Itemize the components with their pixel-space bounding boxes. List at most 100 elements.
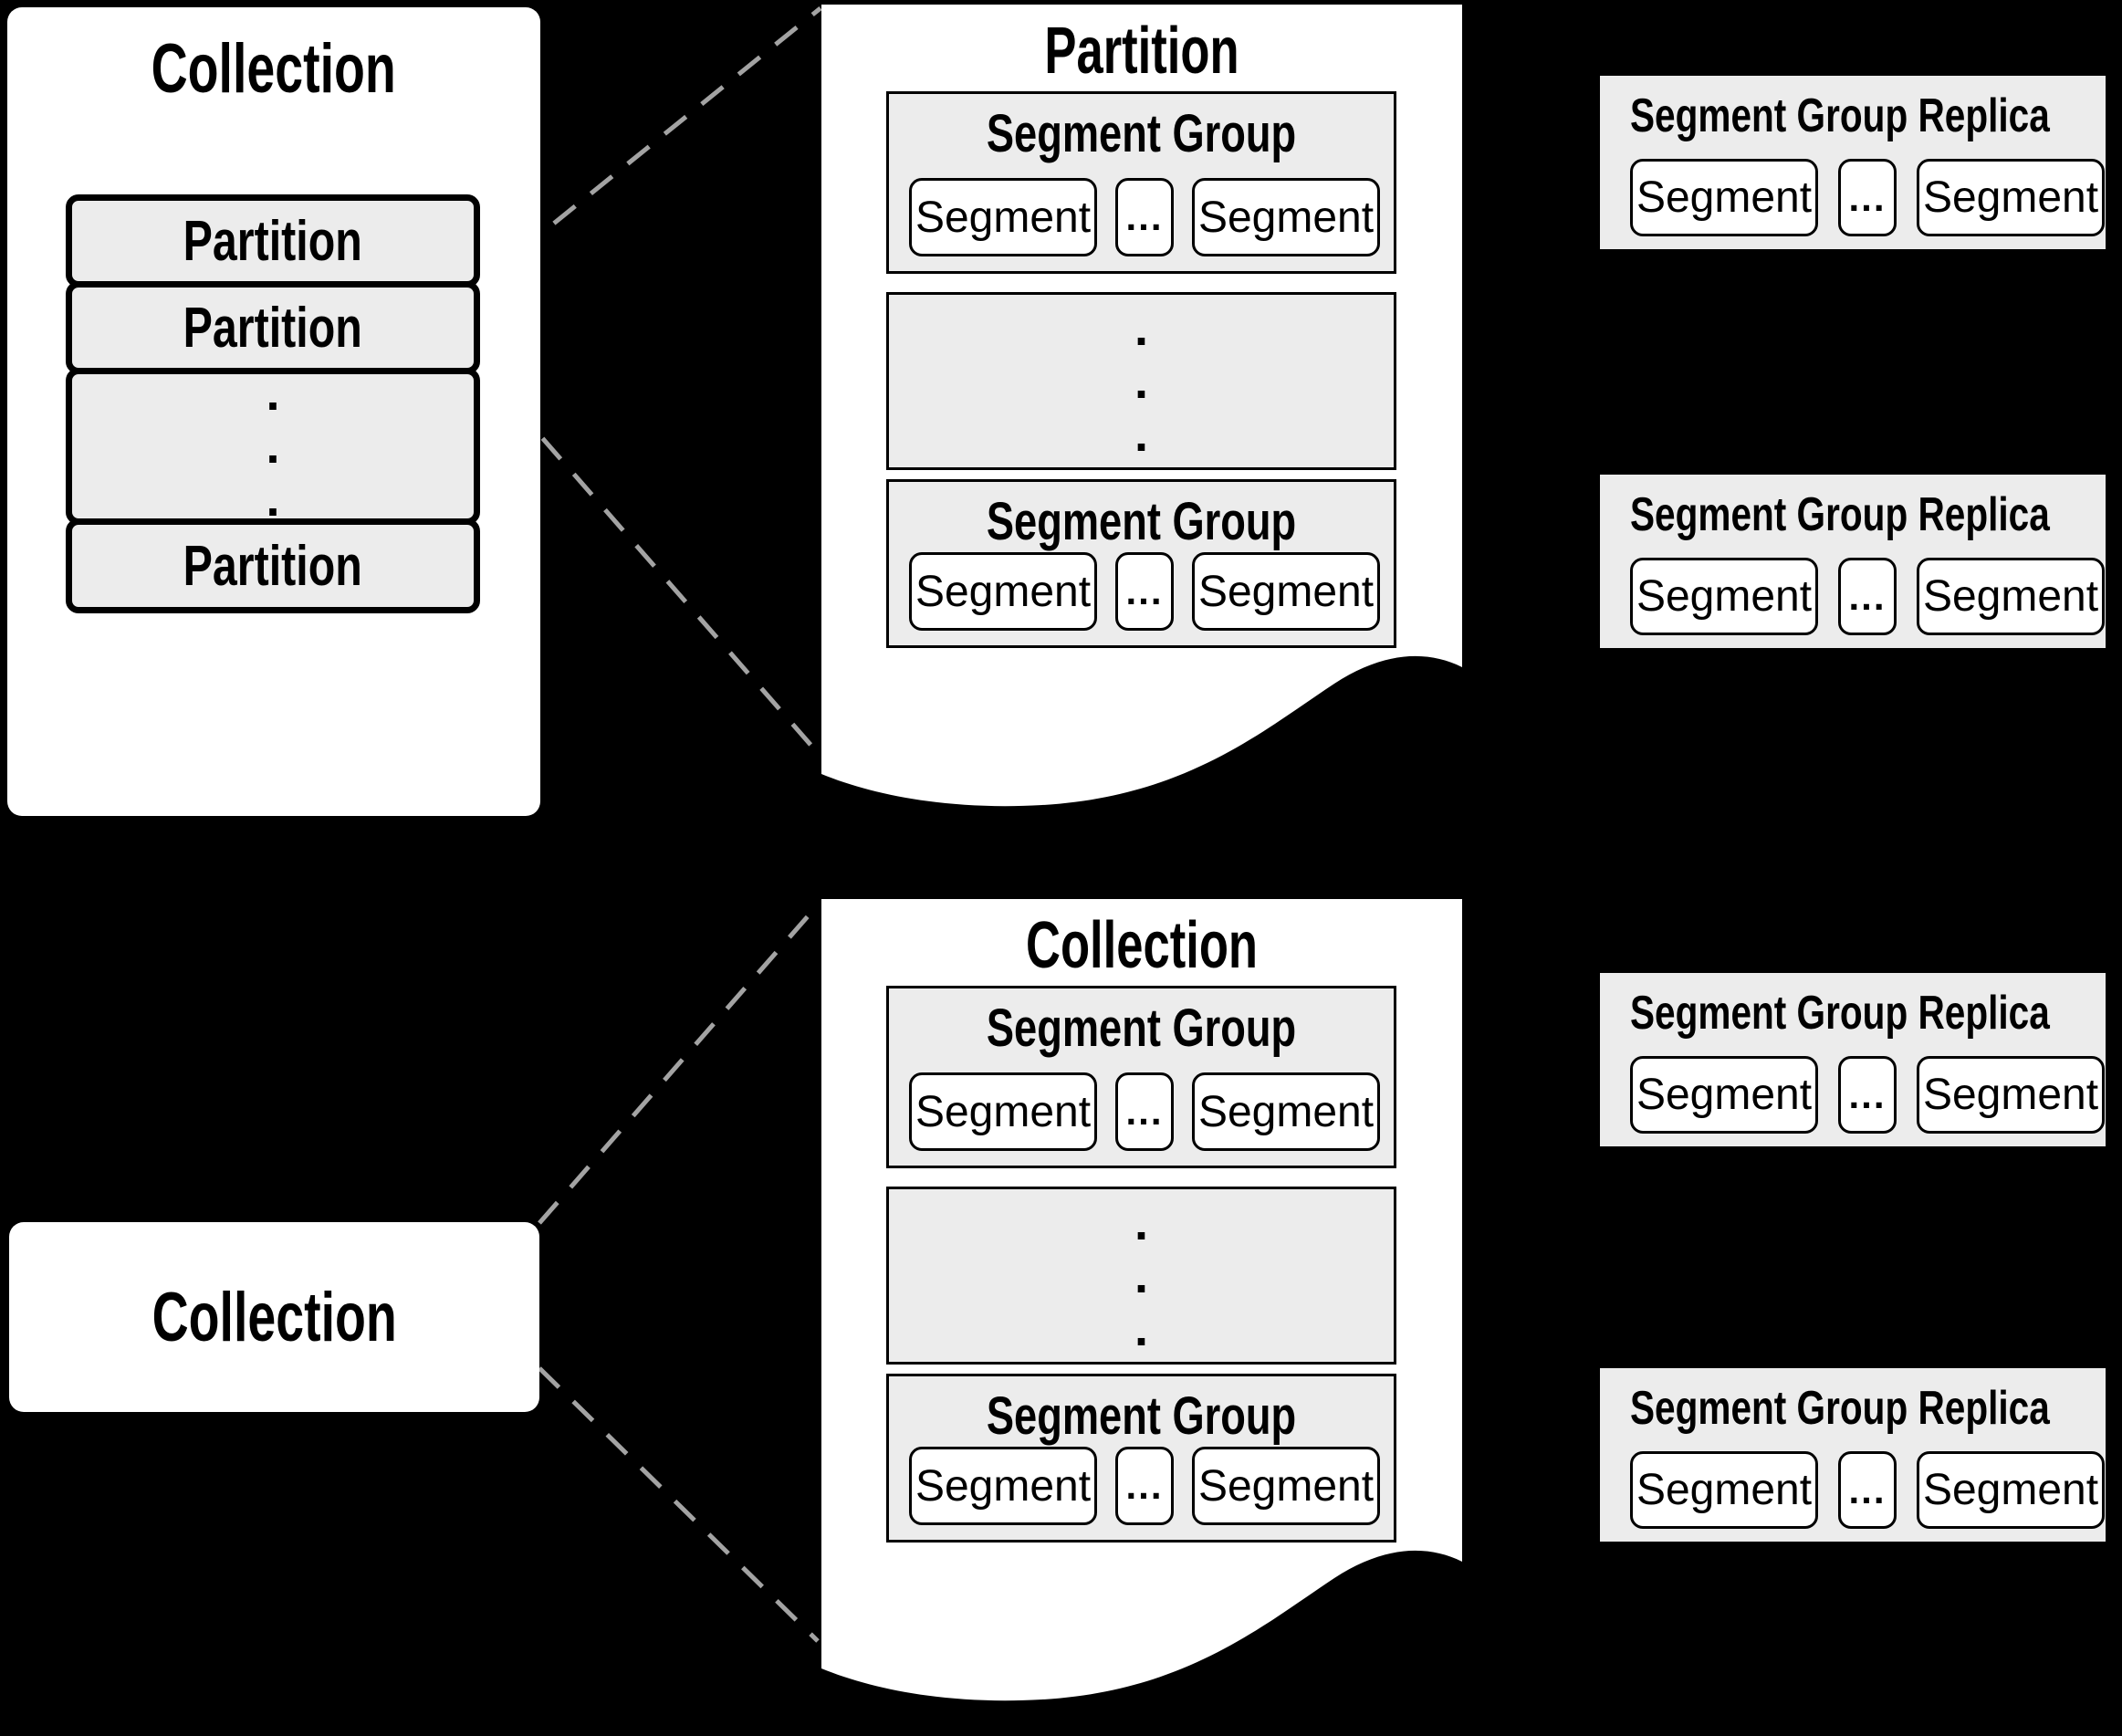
segment-box: Segment <box>1917 558 2105 635</box>
vertical-dot: . <box>266 472 280 527</box>
vertical-dot: . <box>1134 406 1148 462</box>
expansion-line-bottom-lower <box>538 1366 820 1643</box>
segment-row: Segment ... Segment <box>909 178 1380 256</box>
segment-label: Segment <box>915 567 1092 616</box>
segment-box: Segment <box>1917 159 2105 236</box>
collection-document: Collection Segment Group Segment ... Seg… <box>821 899 1462 1720</box>
vertical-ellipsis: . . . <box>266 367 279 526</box>
collection-panel-top: Collection Partition Partition . . . Par… <box>7 7 540 816</box>
segment-group-replica-box: Segment Group Replica Segment ... Segmen… <box>1600 1368 2106 1542</box>
segment-label: Segment <box>1197 1087 1375 1136</box>
ellipsis-box: ... <box>1838 1056 1897 1134</box>
segment-box: Segment <box>1192 1072 1380 1151</box>
ellipsis-label: ... <box>1125 1090 1164 1133</box>
ellipsis-box: ... <box>1115 178 1174 256</box>
segment-group-box: Segment Group Segment ... Segment <box>886 986 1396 1168</box>
partition-label: Partition <box>183 296 363 360</box>
segment-box: Segment <box>909 1072 1097 1151</box>
vertical-dot: . <box>266 419 280 474</box>
segment-group-replica-box: Segment Group Replica Segment ... Segmen… <box>1600 76 2106 249</box>
segment-label: Segment <box>915 1461 1092 1511</box>
document-title: Collection <box>1025 909 1259 982</box>
ellipsis-label: ... <box>1848 1072 1887 1116</box>
segment-box: Segment <box>909 552 1097 631</box>
replica-title: Segment Group Replica <box>1630 89 2050 142</box>
segment-group-box: Segment Group Segment ... Segment <box>886 1374 1396 1543</box>
segment-box: Segment <box>1192 552 1380 631</box>
partition-row: Partition <box>66 281 480 374</box>
segment-label: Segment <box>1197 567 1375 616</box>
segment-label: Segment <box>1197 1461 1375 1511</box>
ellipsis-box: ... <box>1115 552 1174 631</box>
collection-panel-title: Collection <box>7 29 540 109</box>
expansion-line-top-lower <box>478 365 821 756</box>
ellipsis-box: ... <box>1838 159 1897 236</box>
segment-group-ellipsis-box: . . . <box>886 1187 1396 1365</box>
segment-group-replica-box: Segment Group Replica Segment ... Segmen… <box>1600 973 2106 1146</box>
partition-stack: Partition Partition . . . Partition <box>66 194 480 613</box>
segment-label: Segment <box>1636 1071 1813 1119</box>
ellipsis-box: ... <box>1115 1447 1174 1525</box>
segment-box: Segment <box>1192 1447 1380 1525</box>
replica-title: Segment Group Replica <box>1630 488 2050 541</box>
ellipsis-label: ... <box>1125 1464 1164 1507</box>
vertical-dot: . <box>1134 1301 1148 1356</box>
segment-row: Segment ... Segment <box>909 1072 1380 1151</box>
vertical-ellipsis: . . . <box>1134 302 1148 461</box>
segment-label: Segment <box>1197 193 1375 242</box>
segment-label: Segment <box>1922 572 2099 621</box>
collection-panel-title: Collection <box>152 1278 397 1356</box>
segment-label: Segment <box>915 1087 1092 1136</box>
segment-box: Segment <box>1630 1056 1818 1134</box>
ellipsis-label: ... <box>1125 570 1164 612</box>
segment-box: Segment <box>1630 1451 1818 1529</box>
segment-label: Segment <box>1922 1071 2099 1119</box>
vertical-dot: . <box>266 366 280 421</box>
collection-panel-bottom: Collection <box>9 1222 539 1412</box>
segment-group-title: Segment Group <box>986 492 1297 551</box>
segment-box: Segment <box>909 178 1097 256</box>
segment-row: Segment ... Segment <box>909 552 1380 631</box>
vertical-ellipsis: . . . <box>1134 1197 1148 1355</box>
segment-group-replica-box: Segment Group Replica Segment ... Segmen… <box>1600 475 2106 648</box>
partition-label: Partition <box>183 209 363 273</box>
segment-label: Segment <box>1636 1466 1813 1514</box>
ellipsis-label: ... <box>1848 175 1887 219</box>
segment-label: Segment <box>1922 173 2099 222</box>
segment-box: Segment <box>1917 1451 2105 1529</box>
ellipsis-label: ... <box>1125 195 1164 238</box>
segment-label: Segment <box>1636 572 1813 621</box>
segment-label: Segment <box>915 193 1092 242</box>
collection-panel-title-text: Collection <box>151 30 397 108</box>
segment-label: Segment <box>1922 1466 2099 1514</box>
segment-label: Segment <box>1636 173 1813 222</box>
segment-group-box: Segment Group Segment ... Segment <box>886 479 1396 648</box>
document-title: Partition <box>1044 15 1239 88</box>
partition-label: Partition <box>183 534 363 598</box>
partition-ellipsis-row: . . . <box>66 367 480 526</box>
vertical-dot: . <box>1134 300 1148 356</box>
segment-row: Segment ... Segment <box>1630 558 2105 635</box>
expansion-line-bottom-upper <box>538 900 822 1225</box>
ellipsis-label: ... <box>1848 574 1887 618</box>
ellipsis-box: ... <box>1838 1451 1897 1529</box>
partition-row: Partition <box>66 518 480 613</box>
segment-group-title: Segment Group <box>986 104 1297 163</box>
segment-box: Segment <box>909 1447 1097 1525</box>
ellipsis-box: ... <box>1115 1072 1174 1151</box>
replica-title: Segment Group Replica <box>1630 987 2050 1040</box>
ellipsis-label: ... <box>1848 1468 1887 1511</box>
segment-group-title: Segment Group <box>986 1386 1297 1446</box>
vertical-dot: . <box>1134 353 1148 409</box>
segment-group-title: Segment Group <box>986 999 1297 1058</box>
segment-row: Segment ... Segment <box>1630 1056 2105 1134</box>
segment-box: Segment <box>1192 178 1380 256</box>
segment-row: Segment ... Segment <box>1630 1451 2105 1529</box>
ellipsis-box: ... <box>1838 558 1897 635</box>
partition-document: Partition Segment Group Segment ... Segm… <box>821 5 1462 826</box>
segment-row: Segment ... Segment <box>909 1447 1380 1525</box>
segment-box: Segment <box>1917 1056 2105 1134</box>
segment-box: Segment <box>1630 558 1818 635</box>
replica-title: Segment Group Replica <box>1630 1382 2050 1435</box>
segment-box: Segment <box>1630 159 1818 236</box>
